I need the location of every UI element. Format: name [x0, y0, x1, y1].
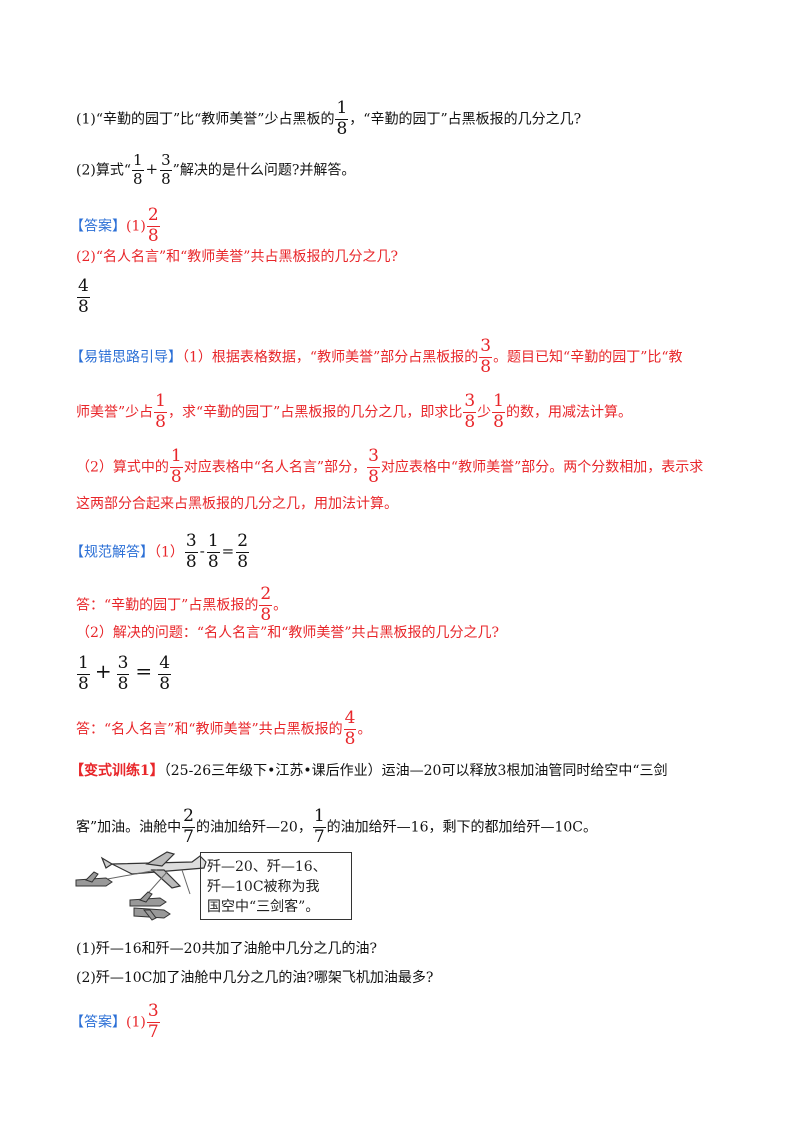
answer-part2-text: (2)“名人名言”和“教师美誉”共占黑板报的几分之几?: [76, 249, 398, 265]
variant-answer-tag: 【答案】: [70, 1014, 126, 1031]
fighter-jet-icon: [75, 871, 171, 921]
variant-question-1: (1)歼—16和歼—20共加了油舱中几分之几的油?: [76, 941, 377, 957]
hint-tag: 【易错思路引导】: [70, 349, 182, 366]
speech-bubble: 歼—20、歼—16、 歼—10C被称为我 国空中“三剑客”。: [200, 852, 352, 920]
hint-line-4: 这两部分合起来占黑板报的几分之几，用加法计算。: [76, 496, 398, 512]
answer-tag: 【答案】: [70, 218, 126, 235]
variant-question-2: (2)歼—10C加了油舱中几分之几的油?哪架飞机加油最多?: [76, 970, 434, 986]
aircraft-illustration: [75, 851, 207, 921]
tanker-aircraft-icon: [100, 851, 207, 889]
variant-tag: 【变式训练1】: [70, 763, 164, 779]
variant-line-1: 【变式训练1】（25-26三年级下•江苏•课后作业）运油—20可以释放3根加油管…: [70, 763, 668, 779]
solution-tag: 【规范解答】: [70, 544, 154, 561]
solution-part2-text: （2）解决的问题：“名人名言”和“教师美誉”共占黑板报的几分之几?: [76, 625, 500, 641]
